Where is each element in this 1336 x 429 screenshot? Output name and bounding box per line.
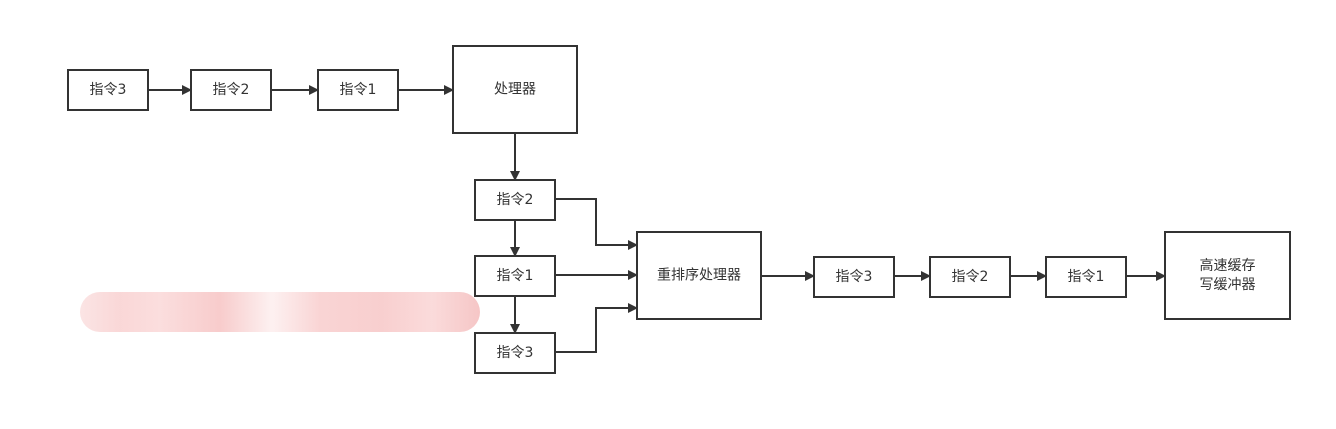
node-label: 指令2	[213, 82, 250, 98]
node-out2: 指令2	[929, 256, 1011, 298]
node-mid2: 指令2	[474, 179, 556, 221]
node-box	[452, 45, 578, 134]
node-label: 指令1	[340, 82, 377, 98]
node-mid3: 指令3	[474, 332, 556, 374]
node-label: 高速缓存	[1200, 257, 1256, 274]
node-label: 指令3	[836, 269, 873, 285]
node-in2: 指令2	[190, 69, 272, 111]
node-label: 指令3	[497, 345, 534, 361]
node-label: 指令2	[497, 192, 534, 208]
node-box	[636, 231, 762, 320]
node-box	[474, 255, 556, 297]
node-box	[190, 69, 272, 111]
node-processor: 处理器	[452, 45, 578, 134]
node-box	[1164, 231, 1291, 320]
node-box	[474, 179, 556, 221]
node-box	[474, 332, 556, 374]
node-label: 指令1	[497, 268, 534, 284]
edge-mid2-to-reorder	[555, 198, 638, 250]
node-reorder: 重排序处理器	[636, 231, 762, 320]
node-label: 写缓冲器	[1200, 277, 1256, 293]
node-in3: 指令3	[67, 69, 149, 111]
node-label: 重排序处理器	[657, 268, 741, 284]
node-box	[813, 256, 895, 298]
node-label: 指令1	[1068, 269, 1105, 285]
node-mid1: 指令1	[474, 255, 556, 297]
edge-mid3-to-reorder	[555, 303, 638, 353]
node-label: 处理器	[494, 82, 536, 98]
node-in1: 指令1	[317, 69, 399, 111]
node-box	[1045, 256, 1127, 298]
node-label: 指令3	[90, 82, 127, 98]
node-box	[929, 256, 1011, 298]
node-out3: 指令3	[813, 256, 895, 298]
node-box	[317, 69, 399, 111]
redacted-blur-overlay	[80, 292, 480, 332]
node-label: 指令2	[952, 269, 989, 285]
edges-layer	[148, 85, 1166, 353]
node-out1: 指令1	[1045, 256, 1127, 298]
node-box	[67, 69, 149, 111]
